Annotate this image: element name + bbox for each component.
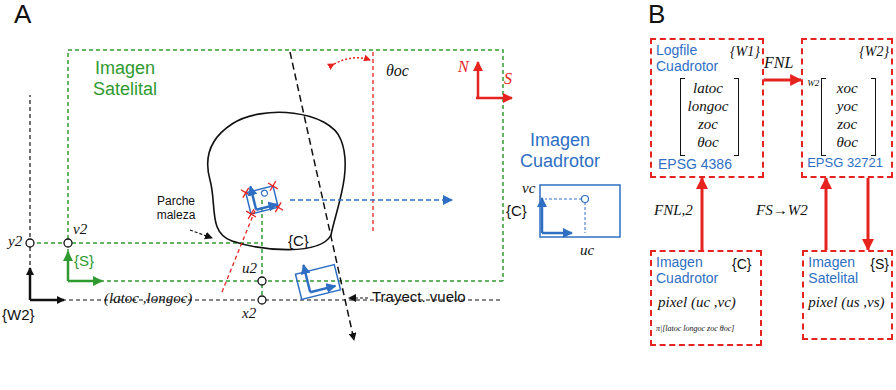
matrix-entry: zoc [684, 116, 732, 133]
axis-label: N [458, 58, 469, 76]
projection-arrow [290, 199, 452, 200]
axis-label: vc [522, 180, 535, 197]
patch-leader [190, 230, 212, 238]
transform-arrow [825, 178, 828, 250]
matrix-entry: θoc [684, 134, 732, 151]
coordinate-label: y2 [8, 233, 22, 250]
position-label: (latoc ,longoc) [104, 290, 192, 307]
transform-arrow [701, 178, 704, 250]
frame-box: Logfile Cuadrotor{W1} latoclongoczocθocEP… [650, 38, 764, 178]
frame-box: {W2} W2 xocyoczocθocEPSG 32721 [801, 38, 893, 178]
axis-label: S [504, 70, 512, 88]
epsg-code: EPSG 4386 [658, 156, 732, 172]
weed-patch [208, 112, 346, 249]
frame-label: {S} [870, 256, 889, 272]
matrix-bracket [734, 78, 739, 156]
patch-label: Parche maleza [146, 195, 206, 223]
epsg-code: EPSG 32721 [807, 156, 883, 171]
matrix-entry: yoc [825, 98, 869, 115]
matrix-bracket [680, 78, 685, 156]
node-title: Logfile Cuadrotor [656, 42, 730, 74]
frame-label: {S} [74, 252, 94, 269]
node-title: Imagen Cuadrotor [656, 254, 730, 286]
matrix-bracket [871, 78, 876, 156]
coordinate-label: v2 [73, 221, 87, 238]
trajectory-leader [349, 297, 368, 298]
matrix-entry: latoc [684, 80, 732, 97]
w2-axes [30, 268, 64, 300]
matrix-entry: xoc [825, 80, 869, 97]
flight-trajectory [290, 52, 354, 340]
panel-letter: B [648, 0, 665, 30]
frame-box: Imagen Cuadrotor{C} pixel (uc ,vc) π|[lato… [650, 250, 762, 346]
coordinate-label: x2 [242, 305, 256, 322]
axis-label: uc [580, 242, 594, 259]
frame-label: {W2} [2, 306, 35, 323]
projection-note: π|[latoc longoc zoc θoc] [656, 324, 758, 333]
transform-label: FS→W2 [756, 202, 808, 219]
world-frame [30, 95, 500, 300]
matrix-entry: zoc [825, 116, 869, 133]
north-reference [372, 52, 373, 232]
panel-letter: A [14, 0, 31, 30]
position-leader [222, 208, 256, 292]
drone-on-trajectory [294, 258, 341, 300]
trajectory-label: Trayect. vuelo [372, 288, 466, 305]
frame-label: {C} [288, 232, 309, 249]
drone-over-patch [241, 180, 283, 219]
pixel-label: pixel (us ,vs) [808, 294, 884, 311]
frame-label: {C} [732, 256, 751, 272]
transform-arrow [867, 178, 870, 250]
node-title: Imagen Satelital [808, 254, 870, 286]
frame-prefix: W2 [807, 78, 819, 88]
satellite-frame [30, 50, 503, 300]
frame-label: {W1} [730, 44, 760, 60]
frame-box: Imagen Satelital{S} pixel (us ,vs) [802, 250, 893, 340]
angle-arc [334, 58, 370, 64]
s-axes [68, 252, 102, 281]
image-title: Imagen Cuadrotor [500, 130, 620, 171]
transform-arrow [764, 79, 801, 82]
matrix-bracket [821, 78, 826, 156]
camera-image [540, 185, 620, 237]
angle-label: θoc [386, 62, 409, 80]
pixel-label: pixel (uc ,vc) [658, 294, 736, 311]
transform-label: FNL,2 [654, 202, 693, 219]
transform-label: FNL [764, 54, 793, 72]
coordinate-label: u2 [242, 260, 257, 277]
matrix-entry: θoc [825, 134, 869, 151]
image-title: Imagen Satelital [80, 58, 170, 99]
frame-label: {W2} [859, 44, 889, 60]
matrix-entry: longoc [684, 98, 732, 115]
frame-label: {C} [506, 202, 527, 219]
compass-axes [476, 62, 512, 98]
